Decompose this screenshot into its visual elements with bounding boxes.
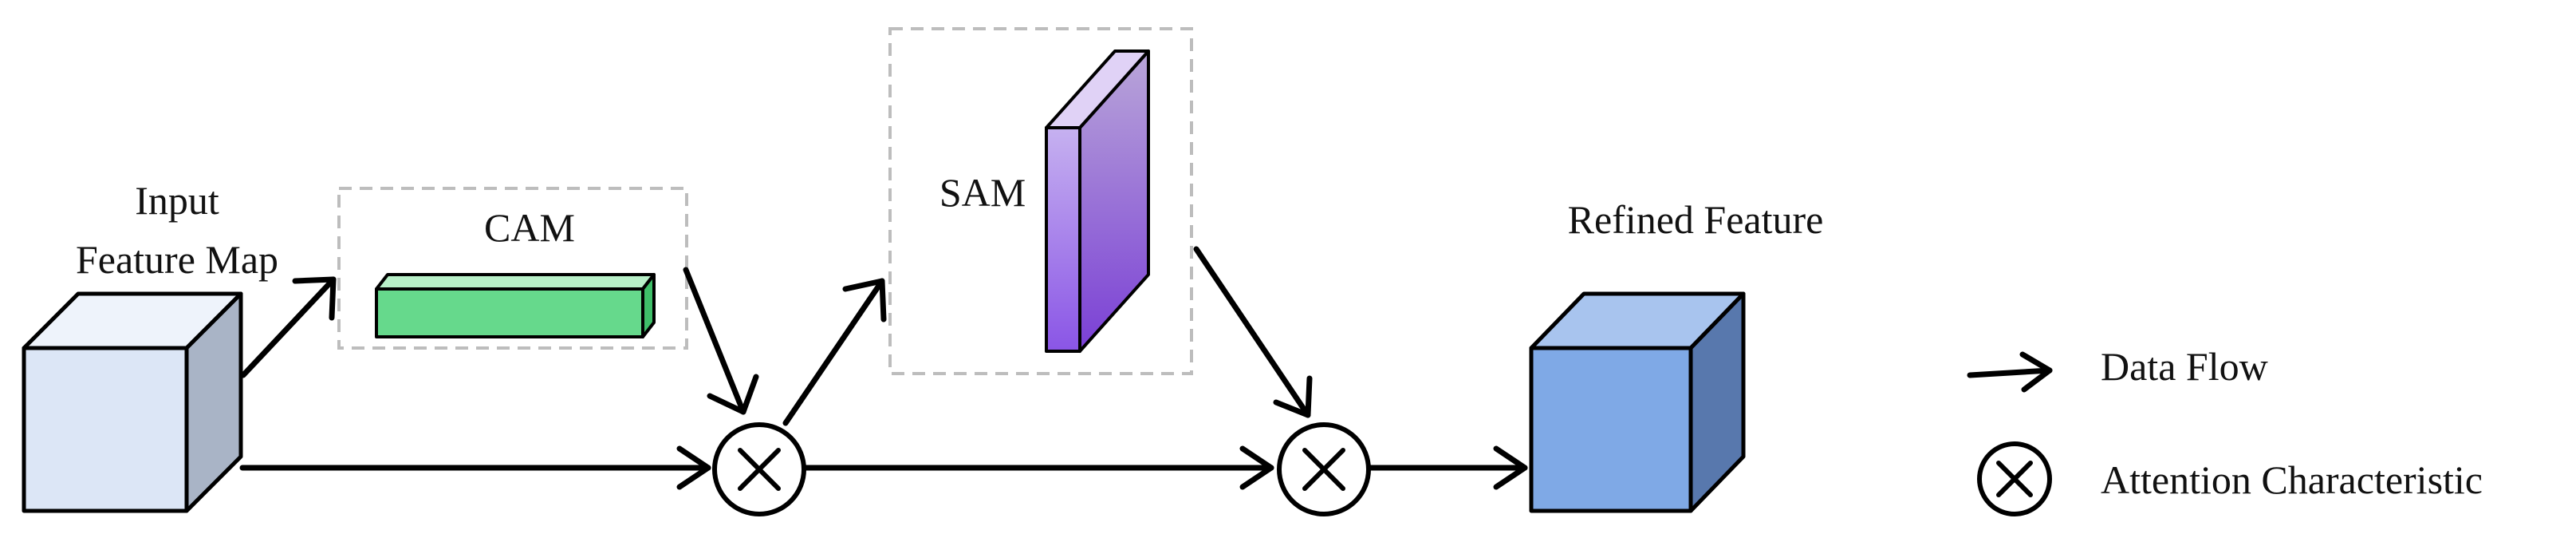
arrow-multiply1-to-sam — [782, 278, 887, 426]
legend-arrow-icon — [1967, 351, 2053, 393]
multiply-node-1 — [712, 422, 806, 516]
sam-label: SAM — [939, 170, 1026, 215]
arrow-multiply1-to-multiply2 — [802, 445, 1274, 490]
refined-feature-label: Refined Feature — [1568, 197, 1824, 242]
cam-bar-top — [375, 273, 656, 291]
cam-bar-front — [375, 287, 644, 338]
cam-label: CAM — [484, 205, 575, 250]
input-feature-cube — [22, 291, 243, 513]
legend-data-flow-label: Data Flow — [2101, 344, 2268, 389]
input-cube-front — [22, 346, 189, 513]
input-label-line1: Input — [135, 178, 219, 223]
arrow-sam-to-multiply2 — [1193, 246, 1313, 418]
sam-slab-side — [1045, 126, 1081, 353]
arrow-cam-to-multiply1 — [683, 267, 759, 415]
arrow-multiply2-to-refined — [1365, 445, 1528, 490]
sam-dashed-box — [888, 27, 1193, 375]
input-label-line2: Feature Map — [76, 237, 278, 282]
legend-attention-label: Attention Characteristic — [2101, 457, 2483, 502]
sam-slab — [1045, 49, 1150, 353]
arrow-input-to-multiply1 — [239, 445, 711, 490]
legend-multiply-icon — [1977, 441, 2052, 516]
arrow-input-to-cam — [240, 276, 337, 378]
cam-bar — [375, 273, 656, 338]
refined-cube-front — [1529, 346, 1693, 513]
multiply-node-2 — [1277, 422, 1371, 516]
refined-feature-cube — [1529, 291, 1746, 513]
